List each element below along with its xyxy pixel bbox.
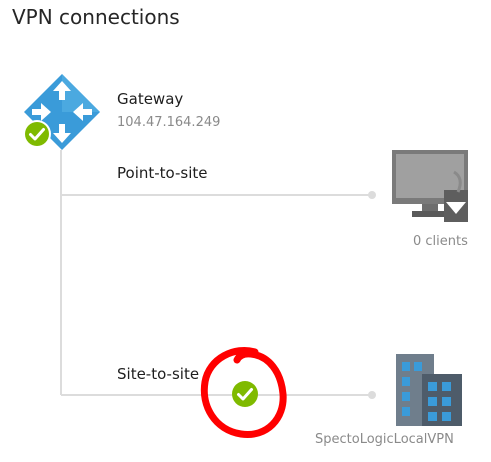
page-title: VPN connections xyxy=(12,5,180,29)
building-icon xyxy=(396,354,462,426)
local-site-node[interactable] xyxy=(396,350,464,428)
point-to-site-label[interactable]: Point-to-site xyxy=(117,164,208,182)
checkmark-circle-icon xyxy=(232,381,258,407)
gateway-ip-address: 104.47.164.249 xyxy=(117,115,221,130)
checkmark-circle-icon xyxy=(23,120,51,148)
annotation-circle xyxy=(200,347,287,438)
point-to-site-clients-node[interactable] xyxy=(392,150,468,222)
site-to-site-label[interactable]: Site-to-site xyxy=(117,365,200,383)
monitor-icon xyxy=(392,150,468,222)
gateway-name[interactable]: Gateway xyxy=(117,90,184,108)
clients-count: 0 clients xyxy=(413,234,468,249)
local-site-name[interactable]: SpectoLogicLocalVPN xyxy=(315,432,454,447)
